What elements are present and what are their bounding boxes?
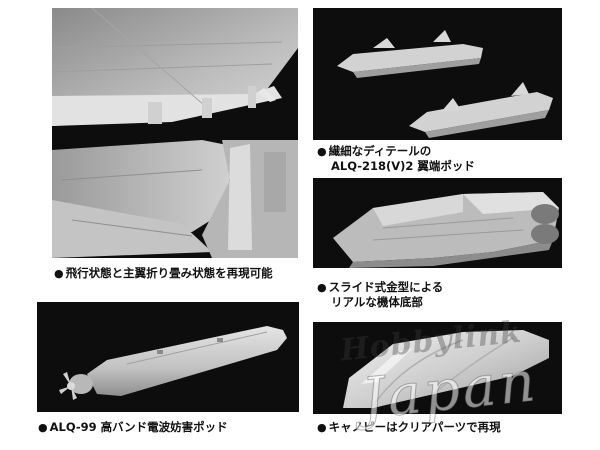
canopy-caption-text: キャノピーはクリアパーツで再現 (328, 420, 501, 434)
alq99-pod-illustration (59, 326, 287, 400)
pod-upper (337, 30, 483, 78)
wing-photo-top (52, 8, 298, 140)
wing-photo-folded (52, 140, 298, 258)
alq99-caption: ●ALQ-99 高バンド電波妨害ポッド (38, 420, 228, 435)
propeller-icon (59, 372, 77, 400)
pod-caption: ●繊細なディテールの ALQ-218(V)2 翼端ポッド (317, 144, 475, 174)
bullet-icon: ● (38, 421, 48, 434)
pod-caption-line1: 繊細なディテールの (328, 144, 432, 158)
canopy-illustration (343, 330, 549, 408)
bullet-icon: ● (54, 267, 64, 280)
slide-caption-line1: スライド式金型による (328, 280, 444, 294)
wing-caption: ●飛行状態と主翼折り畳み状態を再現可能 (54, 266, 273, 281)
bullet-icon: ● (317, 145, 327, 158)
alq99-caption-text: ALQ-99 高バンド電波妨害ポッド (49, 420, 228, 434)
wing-caption-text: 飛行状態と主翼折り畳み状態を再現可能 (65, 266, 273, 280)
canopy-caption: ●キャノピーはクリアパーツで再現 (317, 420, 501, 435)
pod-lower (409, 82, 553, 138)
canopy-photo (313, 322, 562, 414)
pod-photo (313, 8, 562, 140)
alq218-pods-illustration (337, 30, 553, 138)
fuselage-photo (313, 178, 562, 268)
bullet-icon: ● (317, 421, 327, 434)
bullet-icon: ● (317, 281, 327, 294)
pod-caption-line2: ALQ-218(V)2 翼端ポッド (331, 159, 475, 173)
alq99-photo (37, 302, 299, 412)
wing-folded-illustration (52, 140, 298, 258)
slide-caption-line2: リアルな機体底部 (331, 295, 423, 309)
fuselage-underside-illustration (333, 192, 559, 268)
wing-flight-illustration (52, 8, 298, 126)
slide-caption: ●スライド式金型による リアルな機体底部 (317, 280, 443, 310)
